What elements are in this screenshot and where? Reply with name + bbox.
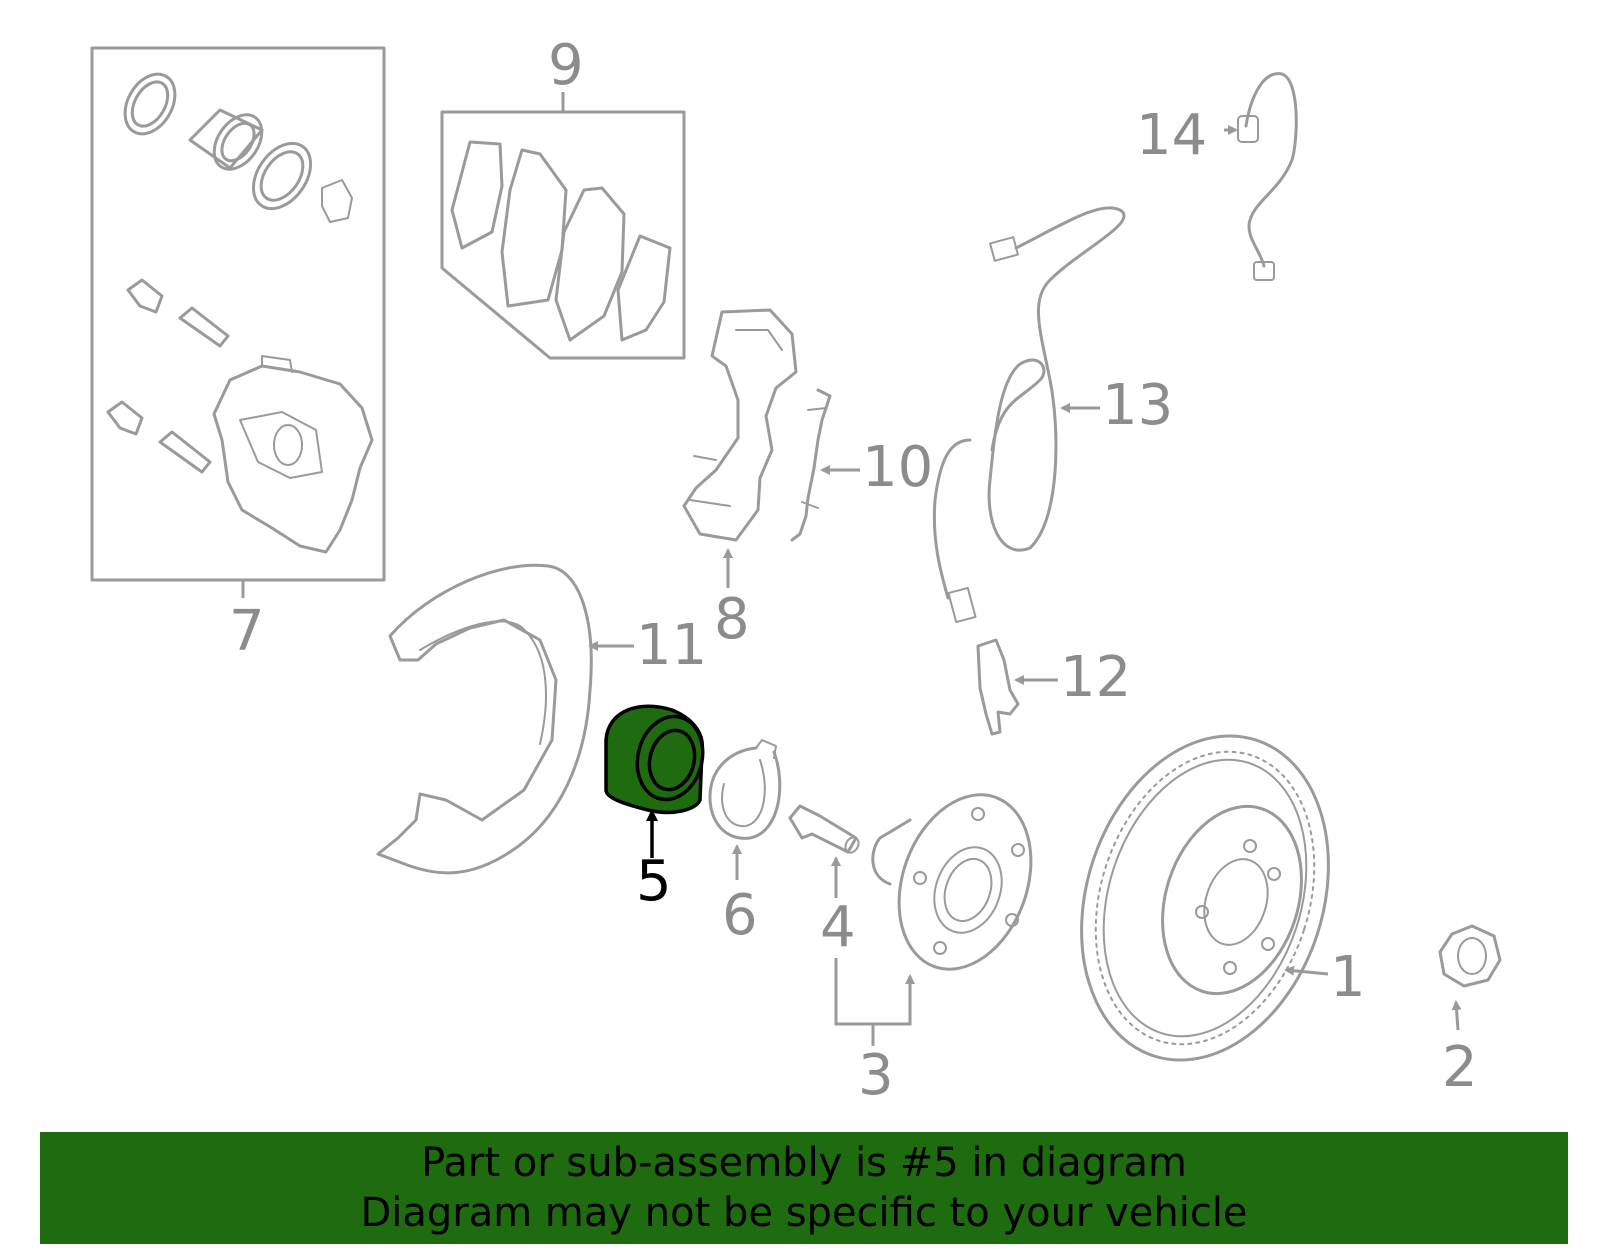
part-2-hub-nut xyxy=(1438,924,1502,988)
callout-2: 2 xyxy=(1442,1035,1478,1100)
callout-leaders xyxy=(241,92,1462,1046)
banner-line-2: Diagram may not be specific to your vehi… xyxy=(360,1190,1248,1236)
part-14-brake-hose xyxy=(1237,72,1298,281)
part-8-caliper-bracket xyxy=(682,308,798,542)
part-10-anti-rattle-spring xyxy=(790,388,832,542)
part-9-pad-set xyxy=(440,110,686,360)
part-7-caliper-kit xyxy=(90,46,386,582)
callout-13: 13 xyxy=(1102,373,1173,438)
callout-5: 5 xyxy=(636,849,672,914)
callout-3: 3 xyxy=(858,1043,894,1108)
part-13-sensor-harness xyxy=(932,206,1126,624)
part-12-wheel-speed-sensor xyxy=(976,638,1020,736)
part-11-splash-shield xyxy=(376,563,593,875)
callout-9: 9 xyxy=(548,33,584,98)
part-4-wheel-stud xyxy=(788,804,860,854)
callout-11: 11 xyxy=(636,613,707,678)
callout-6: 6 xyxy=(722,883,758,948)
part-6-snap-ring xyxy=(708,739,782,840)
callout-14: 14 xyxy=(1136,103,1207,168)
callout-12: 12 xyxy=(1060,645,1131,710)
callout-7: 7 xyxy=(229,599,265,664)
callout-8: 8 xyxy=(714,587,750,652)
part-5-wheel-bearing xyxy=(604,704,705,815)
part-3-hub-flange xyxy=(871,793,1033,971)
part-1-brake-rotor xyxy=(1080,734,1330,1062)
callout-10: 10 xyxy=(862,435,933,500)
callout-1: 1 xyxy=(1330,945,1366,1010)
banner-line-1: Part or sub-assembly is #5 in diagram xyxy=(421,1140,1187,1186)
callout-4: 4 xyxy=(820,895,856,960)
info-banner: Part or sub-assembly is #5 in diagram Di… xyxy=(40,1132,1568,1244)
